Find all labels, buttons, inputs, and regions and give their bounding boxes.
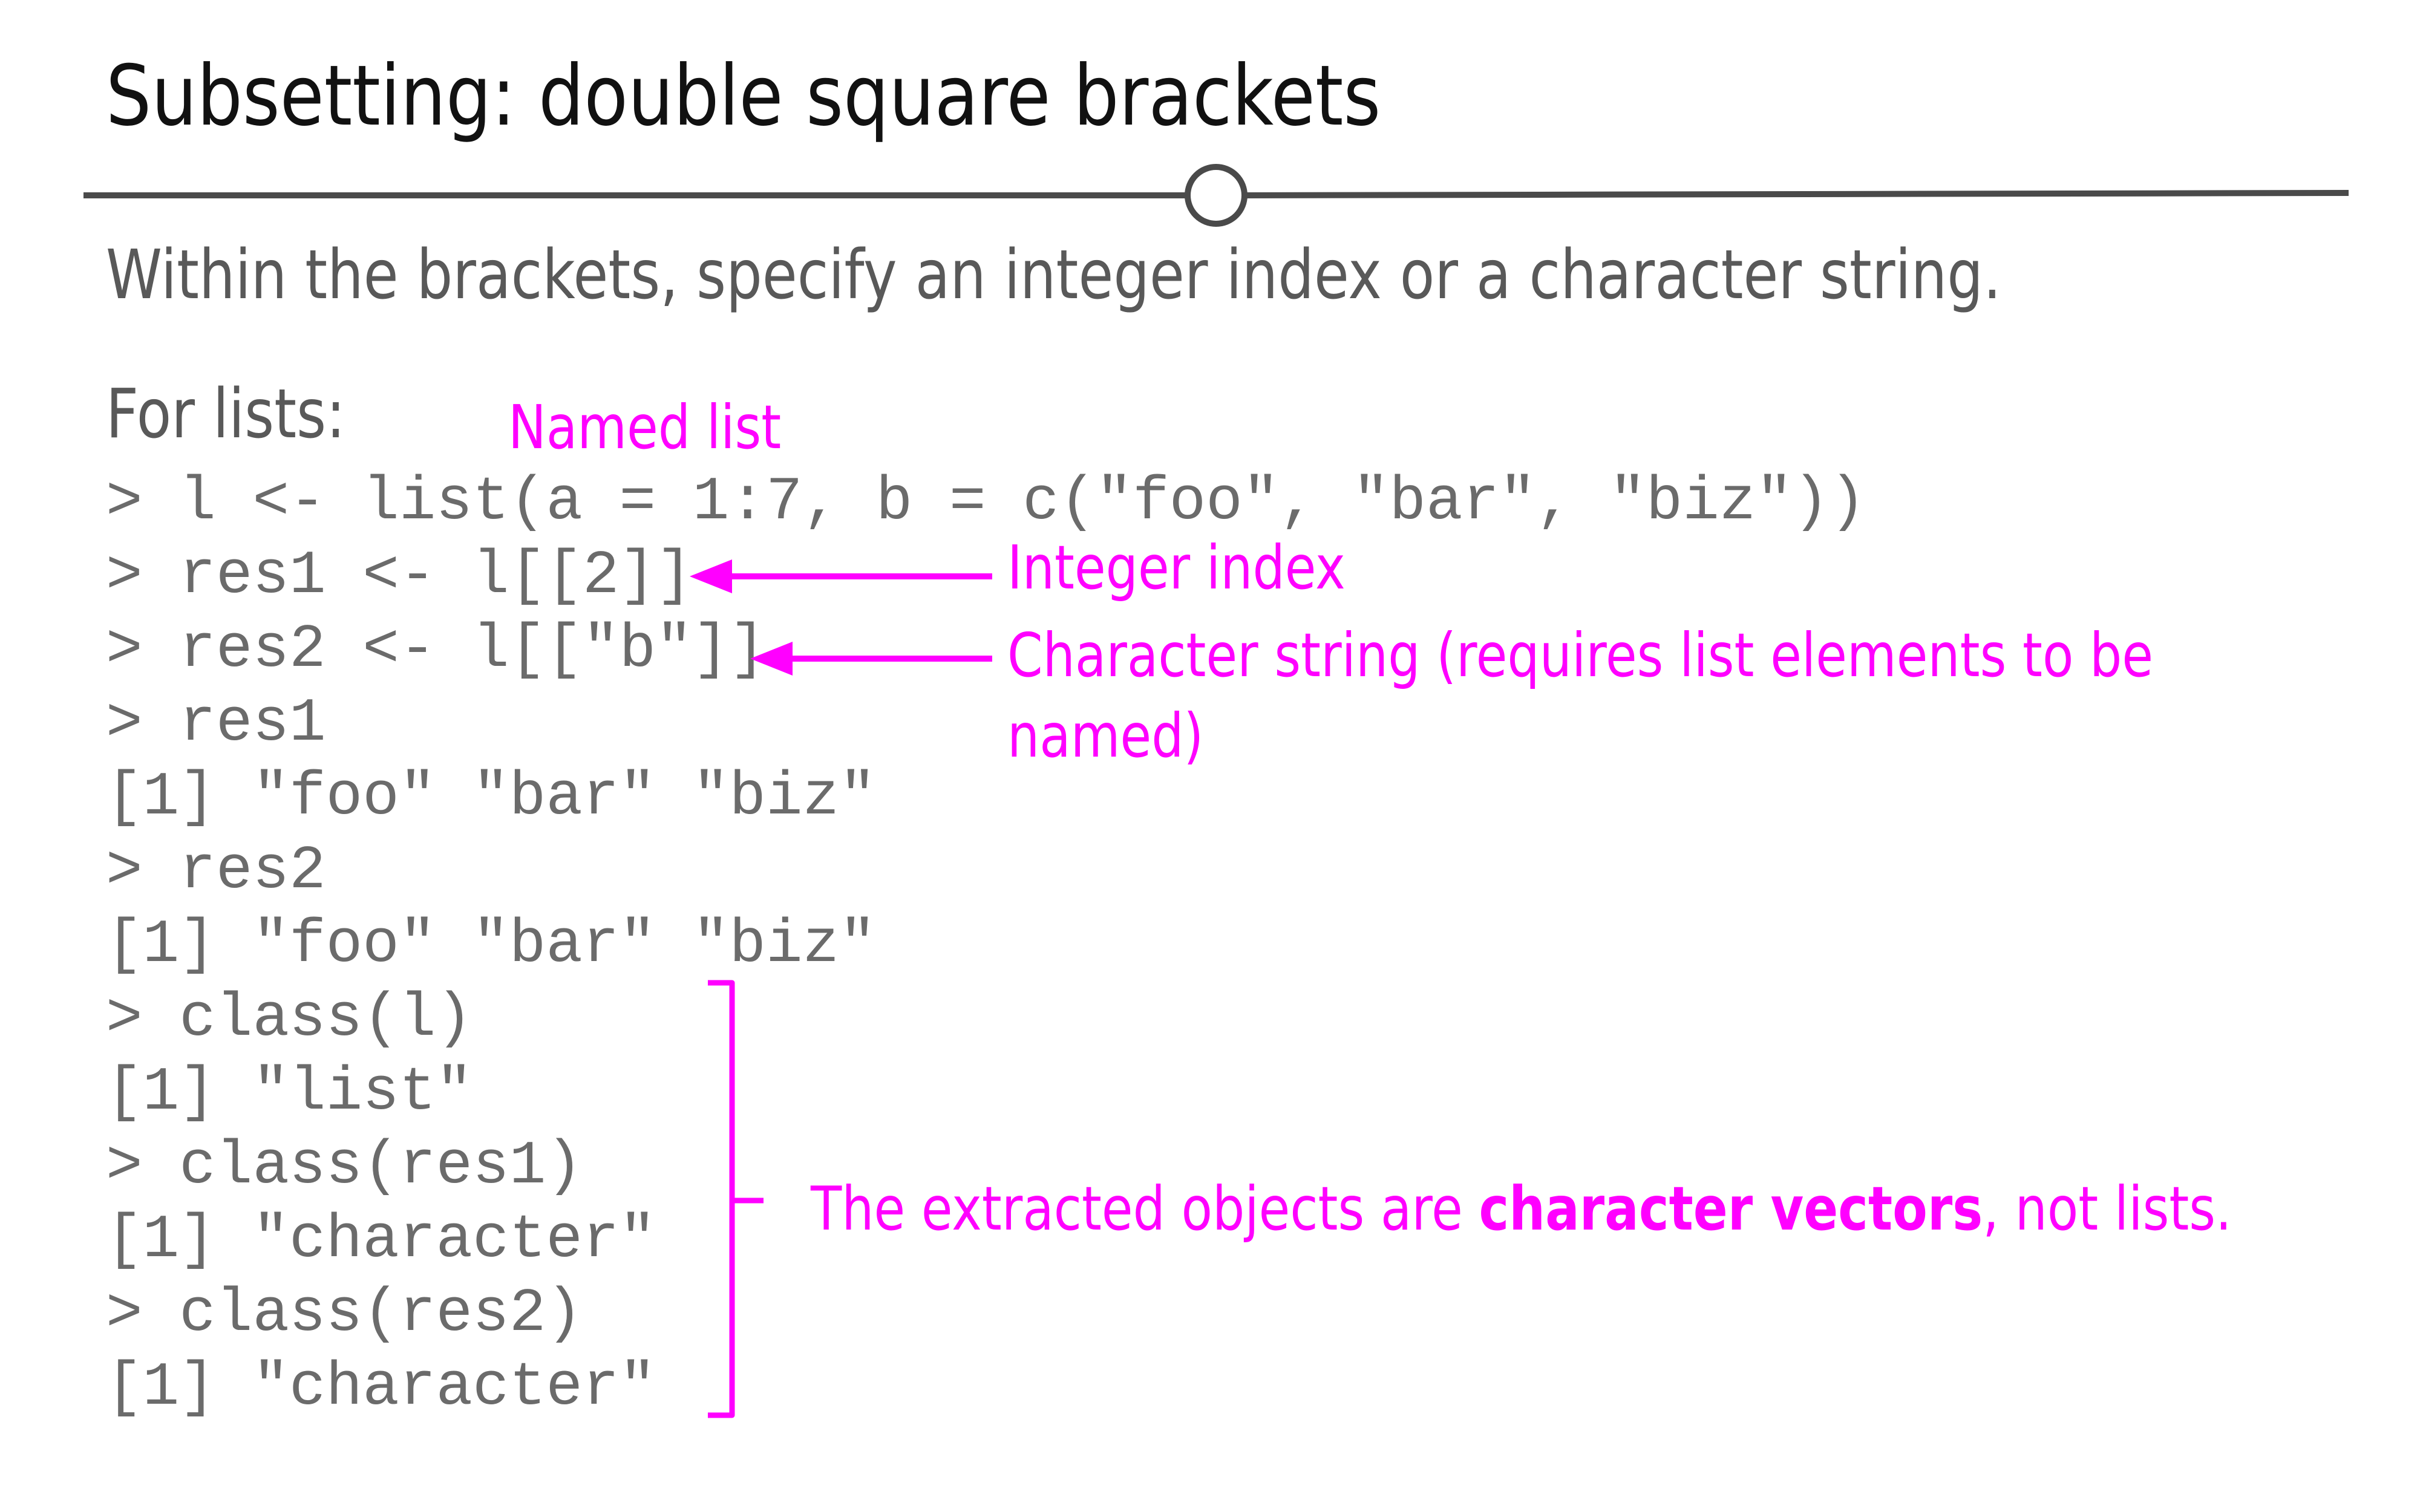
divider-line-right bbox=[1244, 190, 2349, 198]
code-line: > res2 bbox=[106, 837, 326, 906]
code-output-line: [1] "character" bbox=[106, 1206, 656, 1275]
code-output-line: [1] "foo" "bar" "biz" bbox=[106, 763, 876, 832]
vectors-bold: character vectors bbox=[1479, 1173, 1983, 1244]
code-output-line: [1] "list" bbox=[106, 1058, 473, 1127]
code-output-line: [1] "foo" "bar" "biz" bbox=[106, 911, 876, 980]
vectors-suffix: , not lists. bbox=[1983, 1173, 2232, 1244]
code-output-line: [1] "character" bbox=[106, 1354, 656, 1422]
divider-circle-icon bbox=[1185, 164, 1248, 227]
slide-title: Subsetting: double square brackets bbox=[106, 47, 1381, 145]
slide-subtitle: Within the brackets, specify an integer … bbox=[106, 236, 2001, 314]
code-line: > class(l) bbox=[106, 985, 473, 1054]
code-line: > l <- list(a = 1:7, b = c("foo", "bar",… bbox=[106, 468, 1866, 537]
vectors-prefix: The extracted objects are bbox=[811, 1173, 1479, 1244]
character-vectors-annotation: The extracted objects are character vect… bbox=[811, 1173, 2232, 1244]
code-line: > res1 bbox=[106, 689, 326, 758]
code-line: > class(res1) bbox=[106, 1132, 583, 1201]
code-line: > class(res2) bbox=[106, 1280, 583, 1349]
code-line: > res1 <- l[[2]] bbox=[106, 542, 693, 611]
code-line: > res2 <- l[["b"]] bbox=[106, 616, 766, 685]
named-list-annotation: Named list bbox=[508, 392, 782, 463]
character-string-annotation: Character string (requires list elements… bbox=[1007, 620, 2154, 691]
title-divider bbox=[83, 164, 2349, 227]
section-label: For lists: bbox=[106, 375, 345, 454]
code-block: > l <- list(a = 1:7, b = c("foo", "bar",… bbox=[106, 466, 1866, 1425]
character-string-annotation-cont: named) bbox=[1007, 700, 1204, 771]
integer-index-annotation: Integer index bbox=[1007, 532, 1346, 603]
